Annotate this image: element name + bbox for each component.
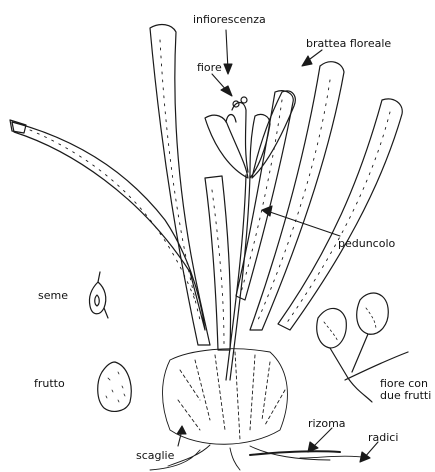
- label-due-frutti: due frutti: [380, 390, 431, 402]
- label-scaglie: scaglie: [136, 450, 174, 462]
- label-radici: radici: [368, 432, 398, 444]
- bract-left: [205, 115, 248, 178]
- label-peduncolo: peduncolo: [338, 238, 395, 250]
- inflorescence: [205, 91, 295, 380]
- label-brattea-floreale: brattea floreale: [306, 38, 391, 50]
- label-seme: seme: [38, 290, 68, 302]
- leaf-right-2: [278, 99, 402, 330]
- seed-drawing: [89, 272, 108, 318]
- label-fiore: fiore: [197, 62, 222, 74]
- label-infiorescenza: infiorescenza: [193, 14, 266, 26]
- roots: [150, 445, 370, 470]
- label-frutto: frutto: [34, 378, 65, 390]
- fruit-drawing: [98, 362, 132, 411]
- leaf-right-1: [250, 62, 344, 330]
- flower-buds: [226, 103, 248, 173]
- leaf-texture: [30, 40, 390, 345]
- leaf-mid: [205, 176, 231, 350]
- label-rizoma: rizoma: [308, 418, 346, 430]
